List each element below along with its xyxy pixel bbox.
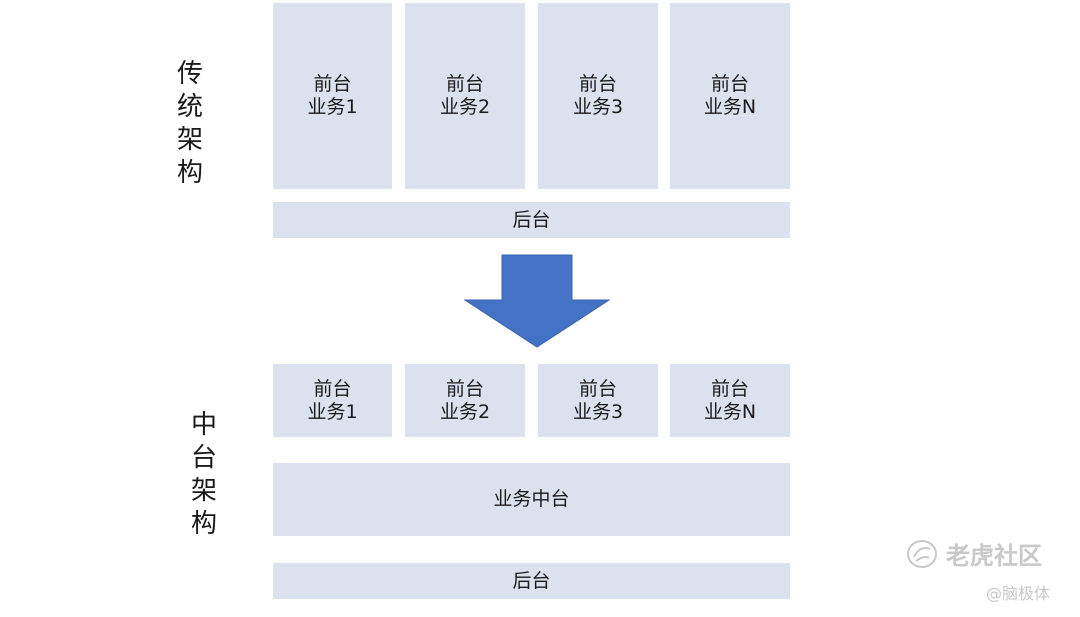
label-char: 台 <box>190 443 217 473</box>
box-line1: 前台 <box>445 377 484 400</box>
box-line2: 业务1 <box>307 400 358 423</box>
traditional-front-business-2: 前台 业务2 <box>405 3 525 189</box>
label-char: 统 <box>176 92 203 122</box>
middle-front-business-1: 前台 业务1 <box>273 364 392 437</box>
backend-label: 后台 <box>512 208 551 231</box>
middle-front-business-3: 前台 业务3 <box>538 364 658 437</box>
label-char: 中 <box>190 410 217 440</box>
backend-label: 后台 <box>512 569 551 592</box>
traditional-front-business-n: 前台 业务N <box>670 3 790 189</box>
watermark-sub: @脑极体 <box>986 584 1051 603</box>
box-line1: 前台 <box>710 73 749 95</box>
box-line1: 前台 <box>710 377 749 400</box>
label-char: 构 <box>176 158 203 188</box>
box-line2: 业务2 <box>439 400 491 423</box>
traditional-front-business-3: 前台 业务3 <box>538 3 658 189</box>
box-line1: 前台 <box>313 377 352 400</box>
label-char: 传 <box>176 59 203 89</box>
box-line2: 业务1 <box>307 96 358 118</box>
box-line2: 业务2 <box>439 96 491 118</box>
middle-platform-architecture-label: 中 台 架 构 <box>184 409 224 541</box>
business-middle-platform: 业务中台 <box>273 463 790 536</box>
box-line2: 业务N <box>703 400 757 423</box>
middle-front-business-n: 前台 业务N <box>670 364 790 437</box>
middle-backend: 后台 <box>273 563 790 599</box>
down-arrow-icon <box>464 254 610 348</box>
watermark-text: 老虎社区 <box>946 542 1042 570</box>
tiger-logo-icon <box>907 539 937 568</box>
box-line2: 业务N <box>703 96 757 118</box>
label-char: 构 <box>190 509 217 539</box>
label-char: 架 <box>190 476 217 506</box>
traditional-backend: 后台 <box>273 202 790 238</box>
traditional-front-business-1: 前台 业务1 <box>273 3 392 189</box>
middle-front-business-2: 前台 业务2 <box>405 364 525 437</box>
label-char: 架 <box>176 125 203 155</box>
business-middle-label: 业务中台 <box>493 488 570 510</box>
watermark-main: 老虎社区 <box>906 536 1042 571</box>
traditional-architecture-label: 传 统 架 构 <box>170 58 210 190</box>
box-line2: 业务3 <box>572 400 624 423</box>
box-line1: 前台 <box>578 377 617 400</box>
box-line2: 业务3 <box>572 96 624 118</box>
box-line1: 前台 <box>578 73 617 95</box>
box-line1: 前台 <box>313 73 352 95</box>
box-line1: 前台 <box>445 73 484 95</box>
